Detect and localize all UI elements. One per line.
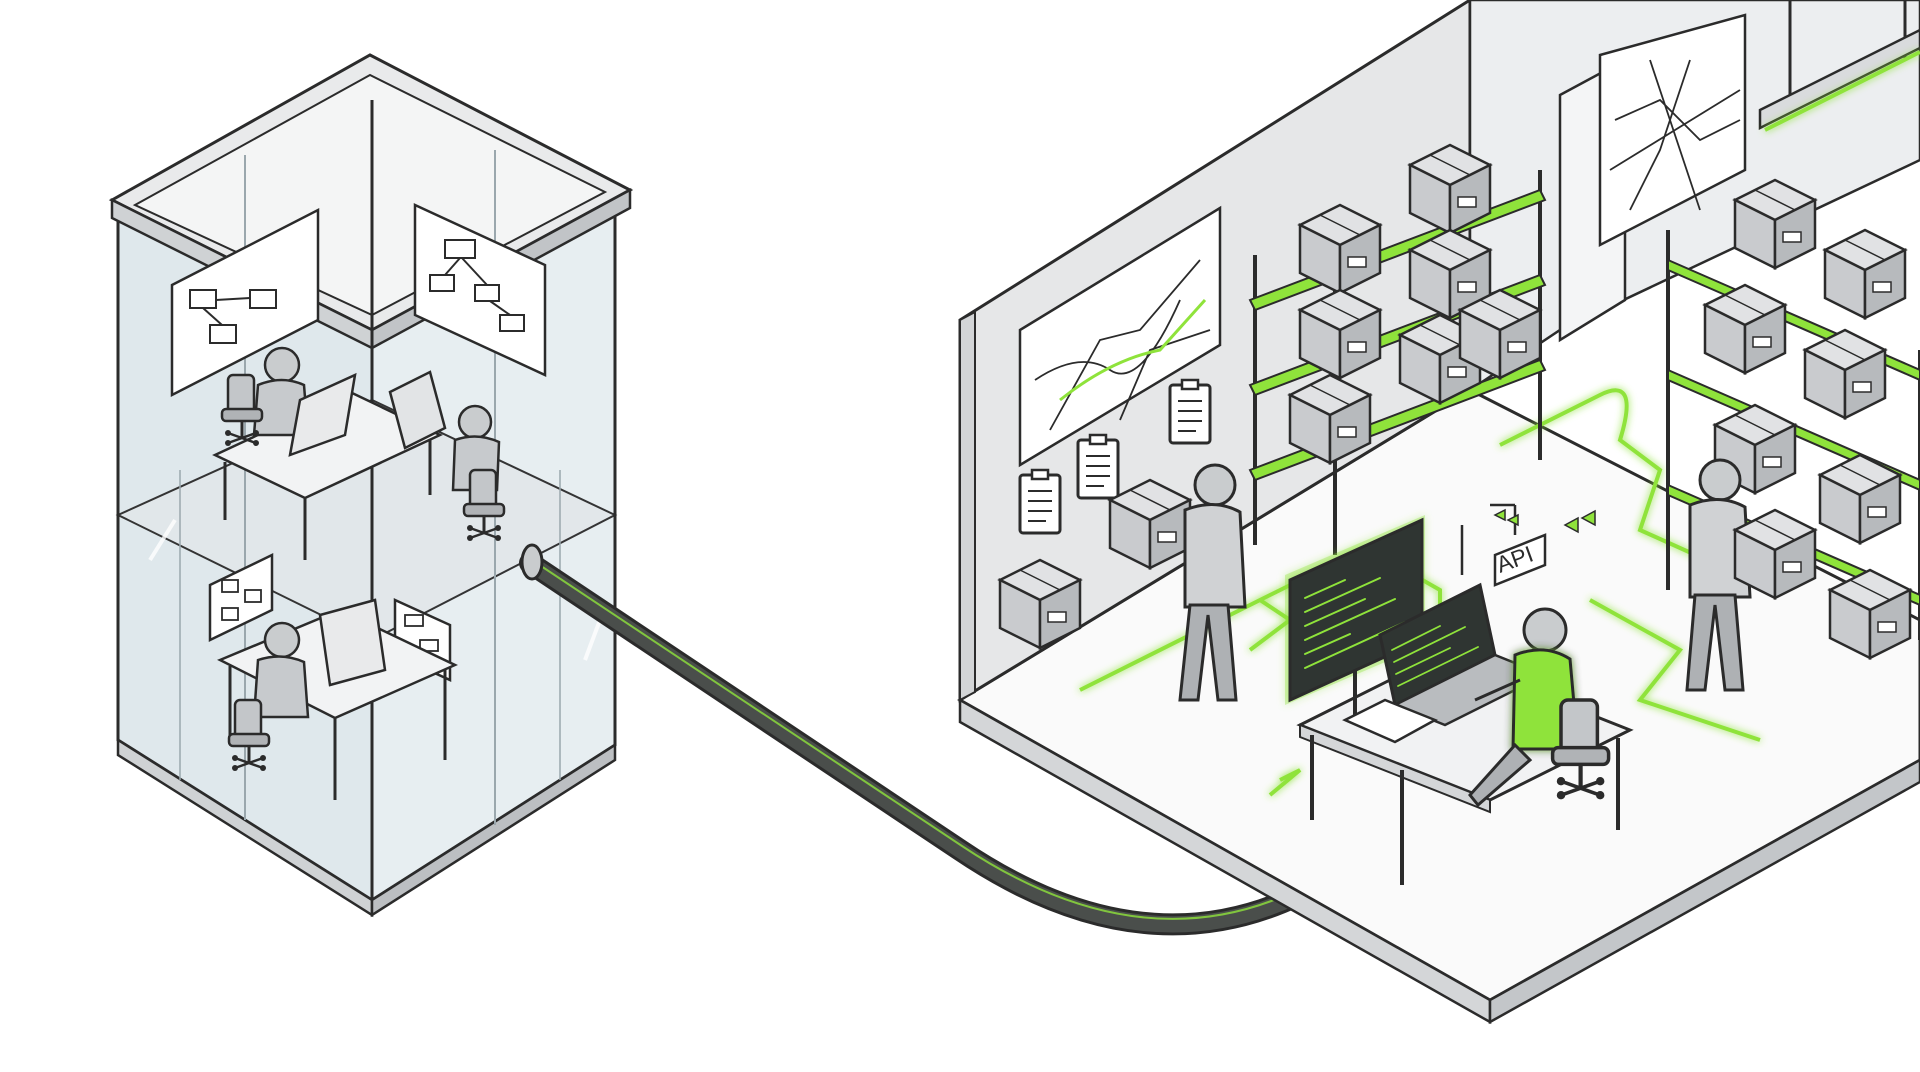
- lower-workstation: [217, 598, 458, 800]
- office-tower: [108, 53, 634, 918]
- clipboard-3: [1168, 378, 1212, 445]
- desk-clipboard: [1342, 698, 1438, 744]
- route-map-1: [1018, 205, 1222, 468]
- flowchart-board-1: [170, 207, 320, 398]
- data-arrow-icon: [1493, 508, 1506, 522]
- floor-box: [998, 558, 1082, 650]
- developer-workstation: [1285, 515, 1634, 885]
- flowchart-board-3: [208, 553, 274, 642]
- ceiling-light: [1758, 0, 1920, 132]
- worker-at-shelf: [1685, 458, 1817, 692]
- warehouse: API: [957, 0, 1920, 1025]
- clipboard-2: [1076, 433, 1120, 500]
- flowchart-board-2: [413, 203, 547, 377]
- api-box: [1493, 533, 1547, 587]
- route-map-2: [1598, 13, 1747, 248]
- worker-carrying-box: [1178, 463, 1247, 702]
- pipe-tower-port: [520, 543, 544, 581]
- api-node: API: [1460, 503, 1596, 587]
- carried-box: [1108, 478, 1192, 570]
- clipboard-1: [1018, 468, 1062, 535]
- upper-workstation: [212, 346, 506, 560]
- shelf-unit-1: [1248, 143, 1547, 555]
